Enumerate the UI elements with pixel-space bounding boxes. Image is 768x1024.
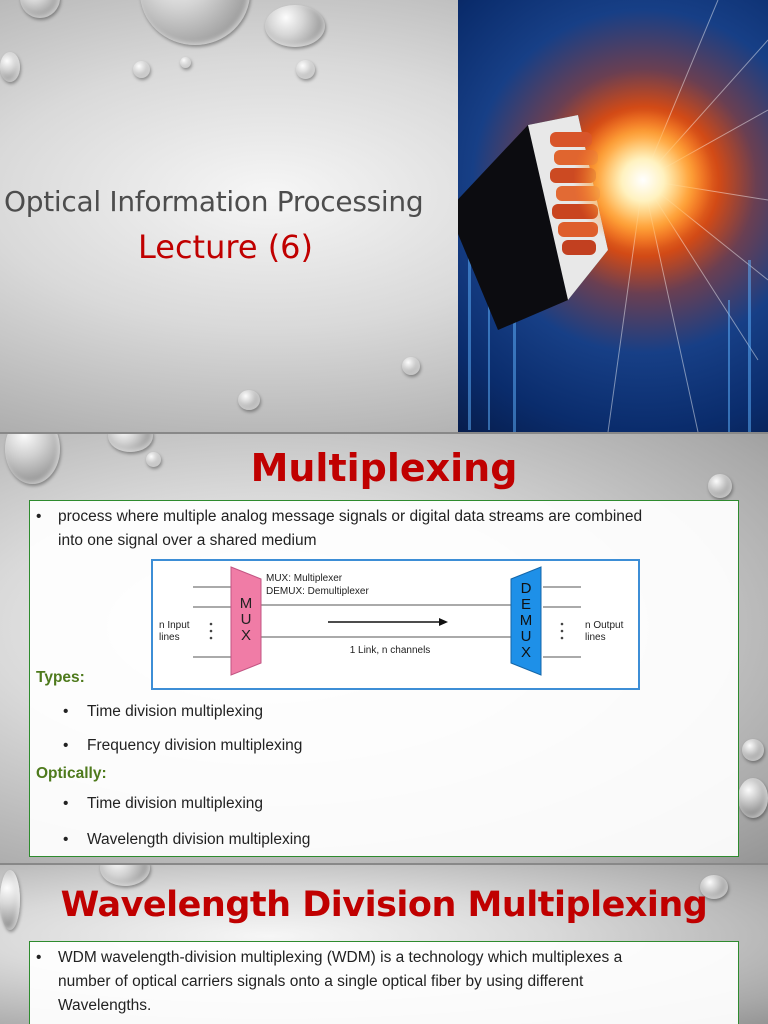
- bullet: •: [63, 703, 69, 720]
- lecture-number: Lecture (6): [138, 228, 314, 266]
- optical-type-item: Wavelength division multiplexing: [87, 831, 311, 848]
- content-box: • process where multiple analog message …: [29, 500, 739, 857]
- definition-text: into one signal over a shared medium: [58, 532, 317, 549]
- demux-letter: M: [520, 612, 533, 629]
- slide-heading: Multiplexing: [250, 446, 518, 490]
- wdm-definition: number of optical carriers signals onto …: [58, 973, 584, 990]
- water-drop: [140, 0, 250, 45]
- content-box: • WDM wavelength-division multiplexing (…: [29, 941, 739, 1024]
- water-drop: [708, 474, 732, 498]
- fiber-illustration: [458, 0, 768, 432]
- mux-demux-diagram: M U X D E M U X MUX: Multiplexer DEMUX: …: [151, 559, 640, 690]
- mux-letter: M: [240, 595, 253, 612]
- slide-title: Optical Information Processing Lecture (…: [0, 0, 768, 432]
- water-drop: [402, 357, 420, 375]
- input-label: lines: [159, 632, 180, 643]
- bullet: •: [63, 831, 69, 848]
- presentation-title: Optical Information Processing: [4, 185, 424, 218]
- water-drop: [265, 5, 325, 47]
- slide-heading: Wavelength Division Multiplexing: [60, 885, 708, 925]
- water-drop: [0, 870, 20, 930]
- bullet: •: [63, 795, 69, 812]
- water-drop: [20, 0, 60, 18]
- water-drop: [0, 52, 20, 82]
- legend-mux: MUX: Multiplexer: [266, 573, 343, 584]
- optical-type-item: Time division multiplexing: [87, 795, 264, 812]
- mux-letter: U: [241, 611, 252, 628]
- slide-wdm: Wavelength Division Multiplexing • WDM w…: [0, 865, 768, 1024]
- water-drop: [146, 452, 161, 467]
- water-drop: [108, 434, 153, 452]
- demux-letter: D: [521, 580, 532, 597]
- optically-label: Optically:: [36, 765, 107, 782]
- type-item: Time division multiplexing: [87, 703, 264, 720]
- types-label: Types:: [36, 669, 85, 686]
- mux-demux-svg: M U X D E M U X MUX: Multiplexer DEMUX: …: [159, 566, 624, 676]
- bullet: •: [36, 508, 42, 525]
- type-item: Frequency division multiplexing: [87, 737, 303, 754]
- demux-letter: E: [521, 596, 531, 613]
- demux-letter: U: [521, 628, 532, 645]
- water-drop: [700, 875, 728, 899]
- mux-letter: X: [241, 627, 251, 644]
- water-drop: [296, 60, 315, 79]
- input-label: n Input: [159, 620, 190, 631]
- water-drop: [100, 865, 150, 886]
- slide-multiplexing: Multiplexing • process where multiple an…: [0, 434, 768, 863]
- output-label: n Output: [585, 620, 624, 631]
- legend-demux: DEMUX: Demultiplexer: [266, 586, 369, 597]
- definition-text: process where multiple analog message si…: [58, 508, 643, 525]
- water-drop: [238, 390, 260, 410]
- bullet: •: [36, 949, 42, 966]
- water-drop: [180, 57, 191, 68]
- fiber-optic-cable-photo: [458, 0, 768, 432]
- water-drop: [738, 778, 768, 818]
- output-label: lines: [585, 632, 606, 643]
- wdm-definition: WDM wavelength-division multiplexing (WD…: [58, 949, 623, 966]
- link-label: 1 Link, n channels: [350, 645, 431, 656]
- water-drop: [133, 61, 150, 78]
- wdm-definition: Wavelengths.: [58, 997, 152, 1014]
- water-drop: [742, 739, 764, 761]
- demux-letter: X: [521, 644, 531, 661]
- bullet: •: [63, 737, 69, 754]
